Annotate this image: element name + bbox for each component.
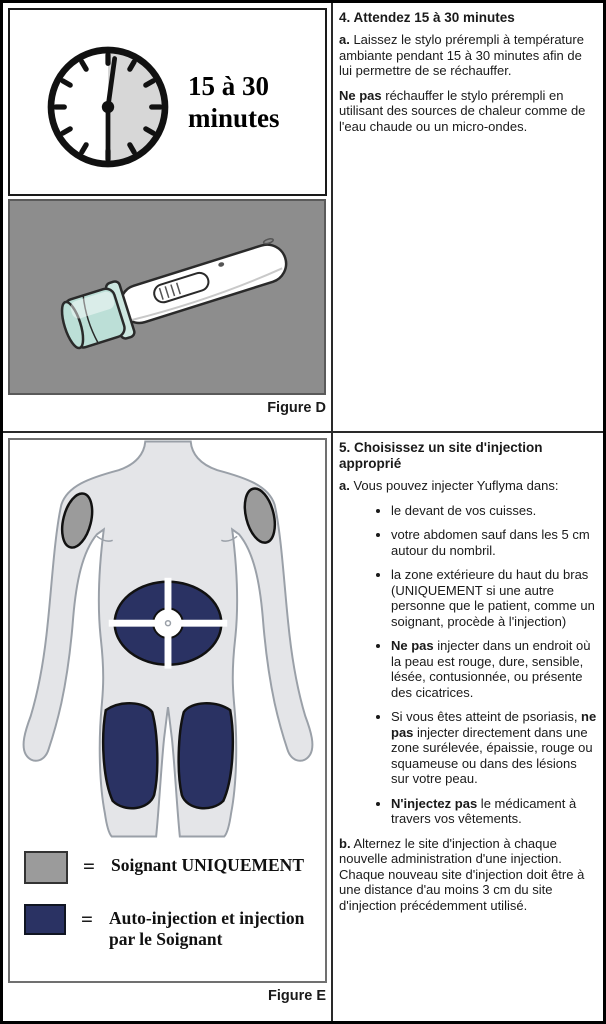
prefilled-pen-icon [8, 199, 326, 395]
legend-caregiver-only: = Soignant UNIQUEMENT [24, 851, 325, 884]
equals-sign: = [83, 854, 95, 878]
injection-sites-panel: = Soignant UNIQUEMENT = Auto-injection e… [8, 438, 327, 983]
wait-time-text: 15 à 30 minutes [188, 71, 280, 133]
legend-self-injection-label: Auto-injection et injection par le Soign… [108, 908, 305, 949]
self-injection-swatch [24, 904, 66, 935]
step5-intro: a. Vous pouvez injecter Yuflyma dans: [339, 478, 559, 493]
clock-icon [47, 46, 169, 168]
step5-paragraph-b: b. Alternez le site d'injection à chaque… [339, 835, 585, 913]
site-list-item: votre abdomen sauf dans les 5 cm autour … [391, 527, 598, 558]
legend-self-injection: = Auto-injection et injection par le Soi… [24, 904, 325, 950]
step4-title: 4. Attendez 15 à 30 minutes [339, 10, 515, 25]
site-list-item: le devant de vos cuisses. [391, 503, 598, 519]
pen-illustration-panel [8, 199, 327, 395]
equals-sign: = [81, 907, 93, 931]
wait-time-panel: 15 à 30 minutes [8, 8, 327, 196]
step5-text-cell: 5. Choisissez un site d'injection approp… [333, 433, 603, 1021]
step4-paragraph-a: a. Laissez le stylo prérempli à températ… [339, 32, 584, 78]
figure-d-cell: 15 à 30 minutes [3, 3, 333, 433]
figure-e-label: Figure E [267, 988, 326, 1004]
figure-e-cell: = Soignant UNIQUEMENT = Auto-injection e… [3, 433, 333, 1021]
step4-paragraph-warning: Ne pas réchauffer le stylo prérempli en … [339, 87, 586, 134]
step5-title: 5. Choisissez un site d'injection approp… [339, 440, 543, 471]
site-list-item: la zone extérieure du haut du bras (UNIQ… [391, 567, 598, 629]
body-injection-sites-diagram [22, 440, 314, 838]
legend-caregiver-label: Soignant UNIQUEMENT [110, 855, 304, 875]
site-list-item: Si vous êtes atteint de psoriasis, ne pa… [391, 709, 598, 787]
step4-text-cell: 4. Attendez 15 à 30 minutes a. Laissez l… [333, 3, 603, 433]
figure-d-label: Figure D [267, 400, 326, 416]
site-list-item: Ne pas injecter dans un endroit où la pe… [391, 638, 598, 700]
injection-site-list: le devant de vos cuisses. votre abdomen … [339, 503, 598, 827]
site-list-item: N'injectez pas le médicament à travers v… [391, 796, 598, 827]
caregiver-swatch [24, 851, 68, 884]
